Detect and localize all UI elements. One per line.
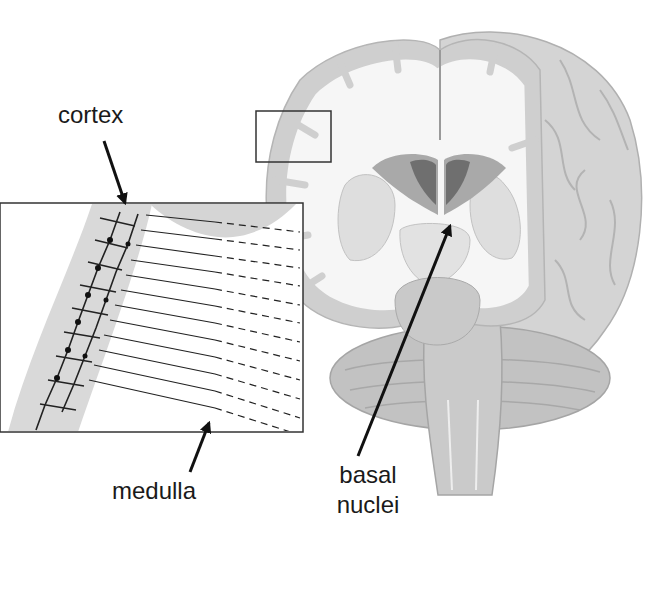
part-label: cortex: [58, 100, 123, 130]
axon-fibres-dashed: [215, 222, 300, 431]
longitudinal-fissure: [439, 50, 441, 140]
sulci: [275, 45, 535, 290]
basal-nuclei-left: [338, 175, 395, 261]
brainstem-lines: [448, 400, 478, 490]
ventricle-left: [372, 154, 438, 215]
axon-fibres: [89, 215, 215, 408]
gyri-lines: [545, 60, 628, 320]
part-label: basal nuclei: [318, 460, 418, 520]
cortex-band: [8, 204, 152, 431]
neuron-bodies: [54, 237, 131, 381]
brainstem: [424, 320, 502, 495]
white-matter: [286, 59, 529, 310]
ventricle-dark-right: [446, 160, 470, 205]
leader-arrow: [358, 226, 450, 456]
inset-frame: [0, 203, 303, 432]
ventricle-dark-left: [410, 160, 436, 205]
part-label: medulla: [112, 476, 196, 506]
zoom-box: [256, 111, 331, 162]
ventricle-right: [444, 154, 506, 215]
leader-arrow: [104, 141, 125, 203]
leader-arrow: [190, 423, 209, 472]
thalamus: [400, 223, 470, 285]
inset-detail: [8, 204, 300, 431]
neighbouring-gyrus: [150, 204, 296, 237]
cortical-neurons: [36, 212, 138, 430]
